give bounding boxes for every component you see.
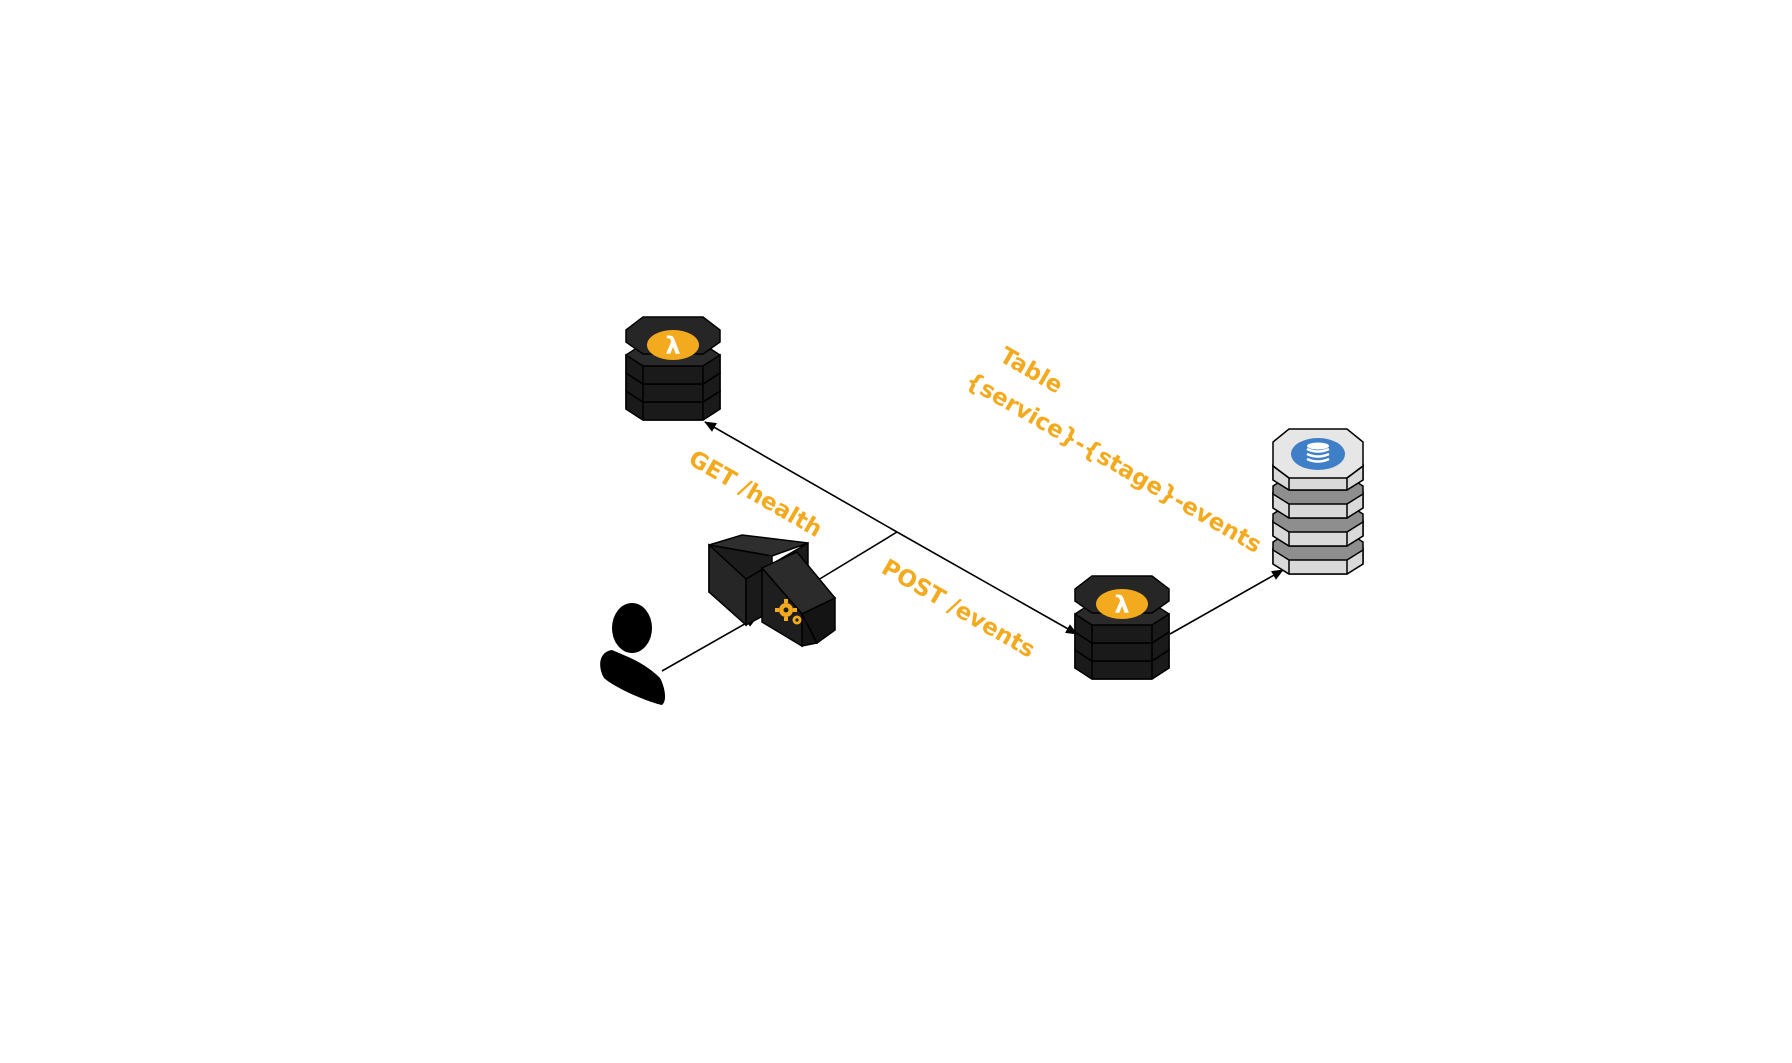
svg-text:λ: λ: [665, 332, 680, 360]
events-function-icon: λ: [1074, 575, 1170, 680]
edges: [661, 421, 1284, 672]
lambda-icon: λ: [647, 330, 699, 360]
post-events-label: POST /events: [877, 555, 1039, 664]
edge-user-to-api-gateway: [661, 616, 758, 672]
api-gateway-icon: [708, 534, 837, 648]
table-name-label: {service}-{stage}-events: [961, 368, 1266, 559]
svg-text:λ: λ: [1114, 591, 1129, 619]
lambda-icon: λ: [1096, 589, 1148, 619]
health-function-icon: λ: [625, 316, 721, 421]
user-icon: [600, 603, 666, 705]
dynamodb-icon: [1291, 438, 1345, 470]
get-health-label: GET /health: [684, 446, 826, 543]
edge-to-events-function: [896, 531, 1078, 635]
edge-api-gateway-to-junction: [817, 531, 898, 581]
edge-to-health-function: [704, 421, 898, 533]
gear-icon: [775, 599, 802, 625]
events-table-icon: [1272, 428, 1364, 575]
edge-events-function-to-table: [1169, 569, 1284, 635]
